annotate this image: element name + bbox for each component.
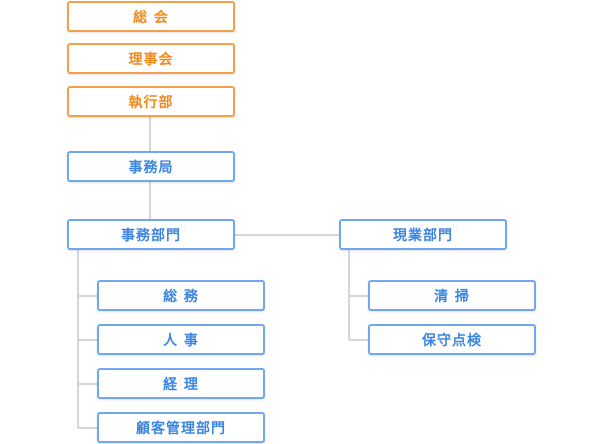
- maintenance-inspection-label: 保守点検: [422, 332, 482, 349]
- secretariat-box: 事務局: [67, 151, 235, 182]
- general-affairs-box: 総 務: [97, 280, 265, 311]
- accounting-label: 経 理: [163, 376, 199, 393]
- customer-management-box: 顧客管理部門: [97, 412, 265, 443]
- office-department-label: 事務部門: [121, 227, 181, 244]
- general-affairs-label: 総 務: [163, 288, 199, 305]
- executive-dept-label: 執行部: [128, 94, 174, 111]
- cleaning-label: 清 掃: [434, 288, 470, 305]
- cleaning-box: 清 掃: [368, 280, 536, 311]
- board-box: 理事会: [67, 43, 235, 74]
- maintenance-inspection-box: 保守点検: [368, 324, 536, 355]
- field-department-box: 現業部門: [339, 219, 507, 250]
- customer-management-label: 顧客管理部門: [136, 420, 226, 437]
- human-resources-box: 人 事: [97, 324, 265, 355]
- field-department-label: 現業部門: [393, 227, 453, 244]
- accounting-box: 経 理: [97, 368, 265, 399]
- office-department-box: 事務部門: [67, 219, 235, 250]
- executive-dept-box: 執行部: [67, 86, 235, 117]
- board-label: 理事会: [128, 51, 174, 68]
- general-meeting-label: 総 会: [133, 9, 169, 26]
- secretariat-label: 事務局: [128, 159, 174, 176]
- general-meeting-box: 総 会: [67, 1, 235, 32]
- human-resources-label: 人 事: [163, 332, 199, 349]
